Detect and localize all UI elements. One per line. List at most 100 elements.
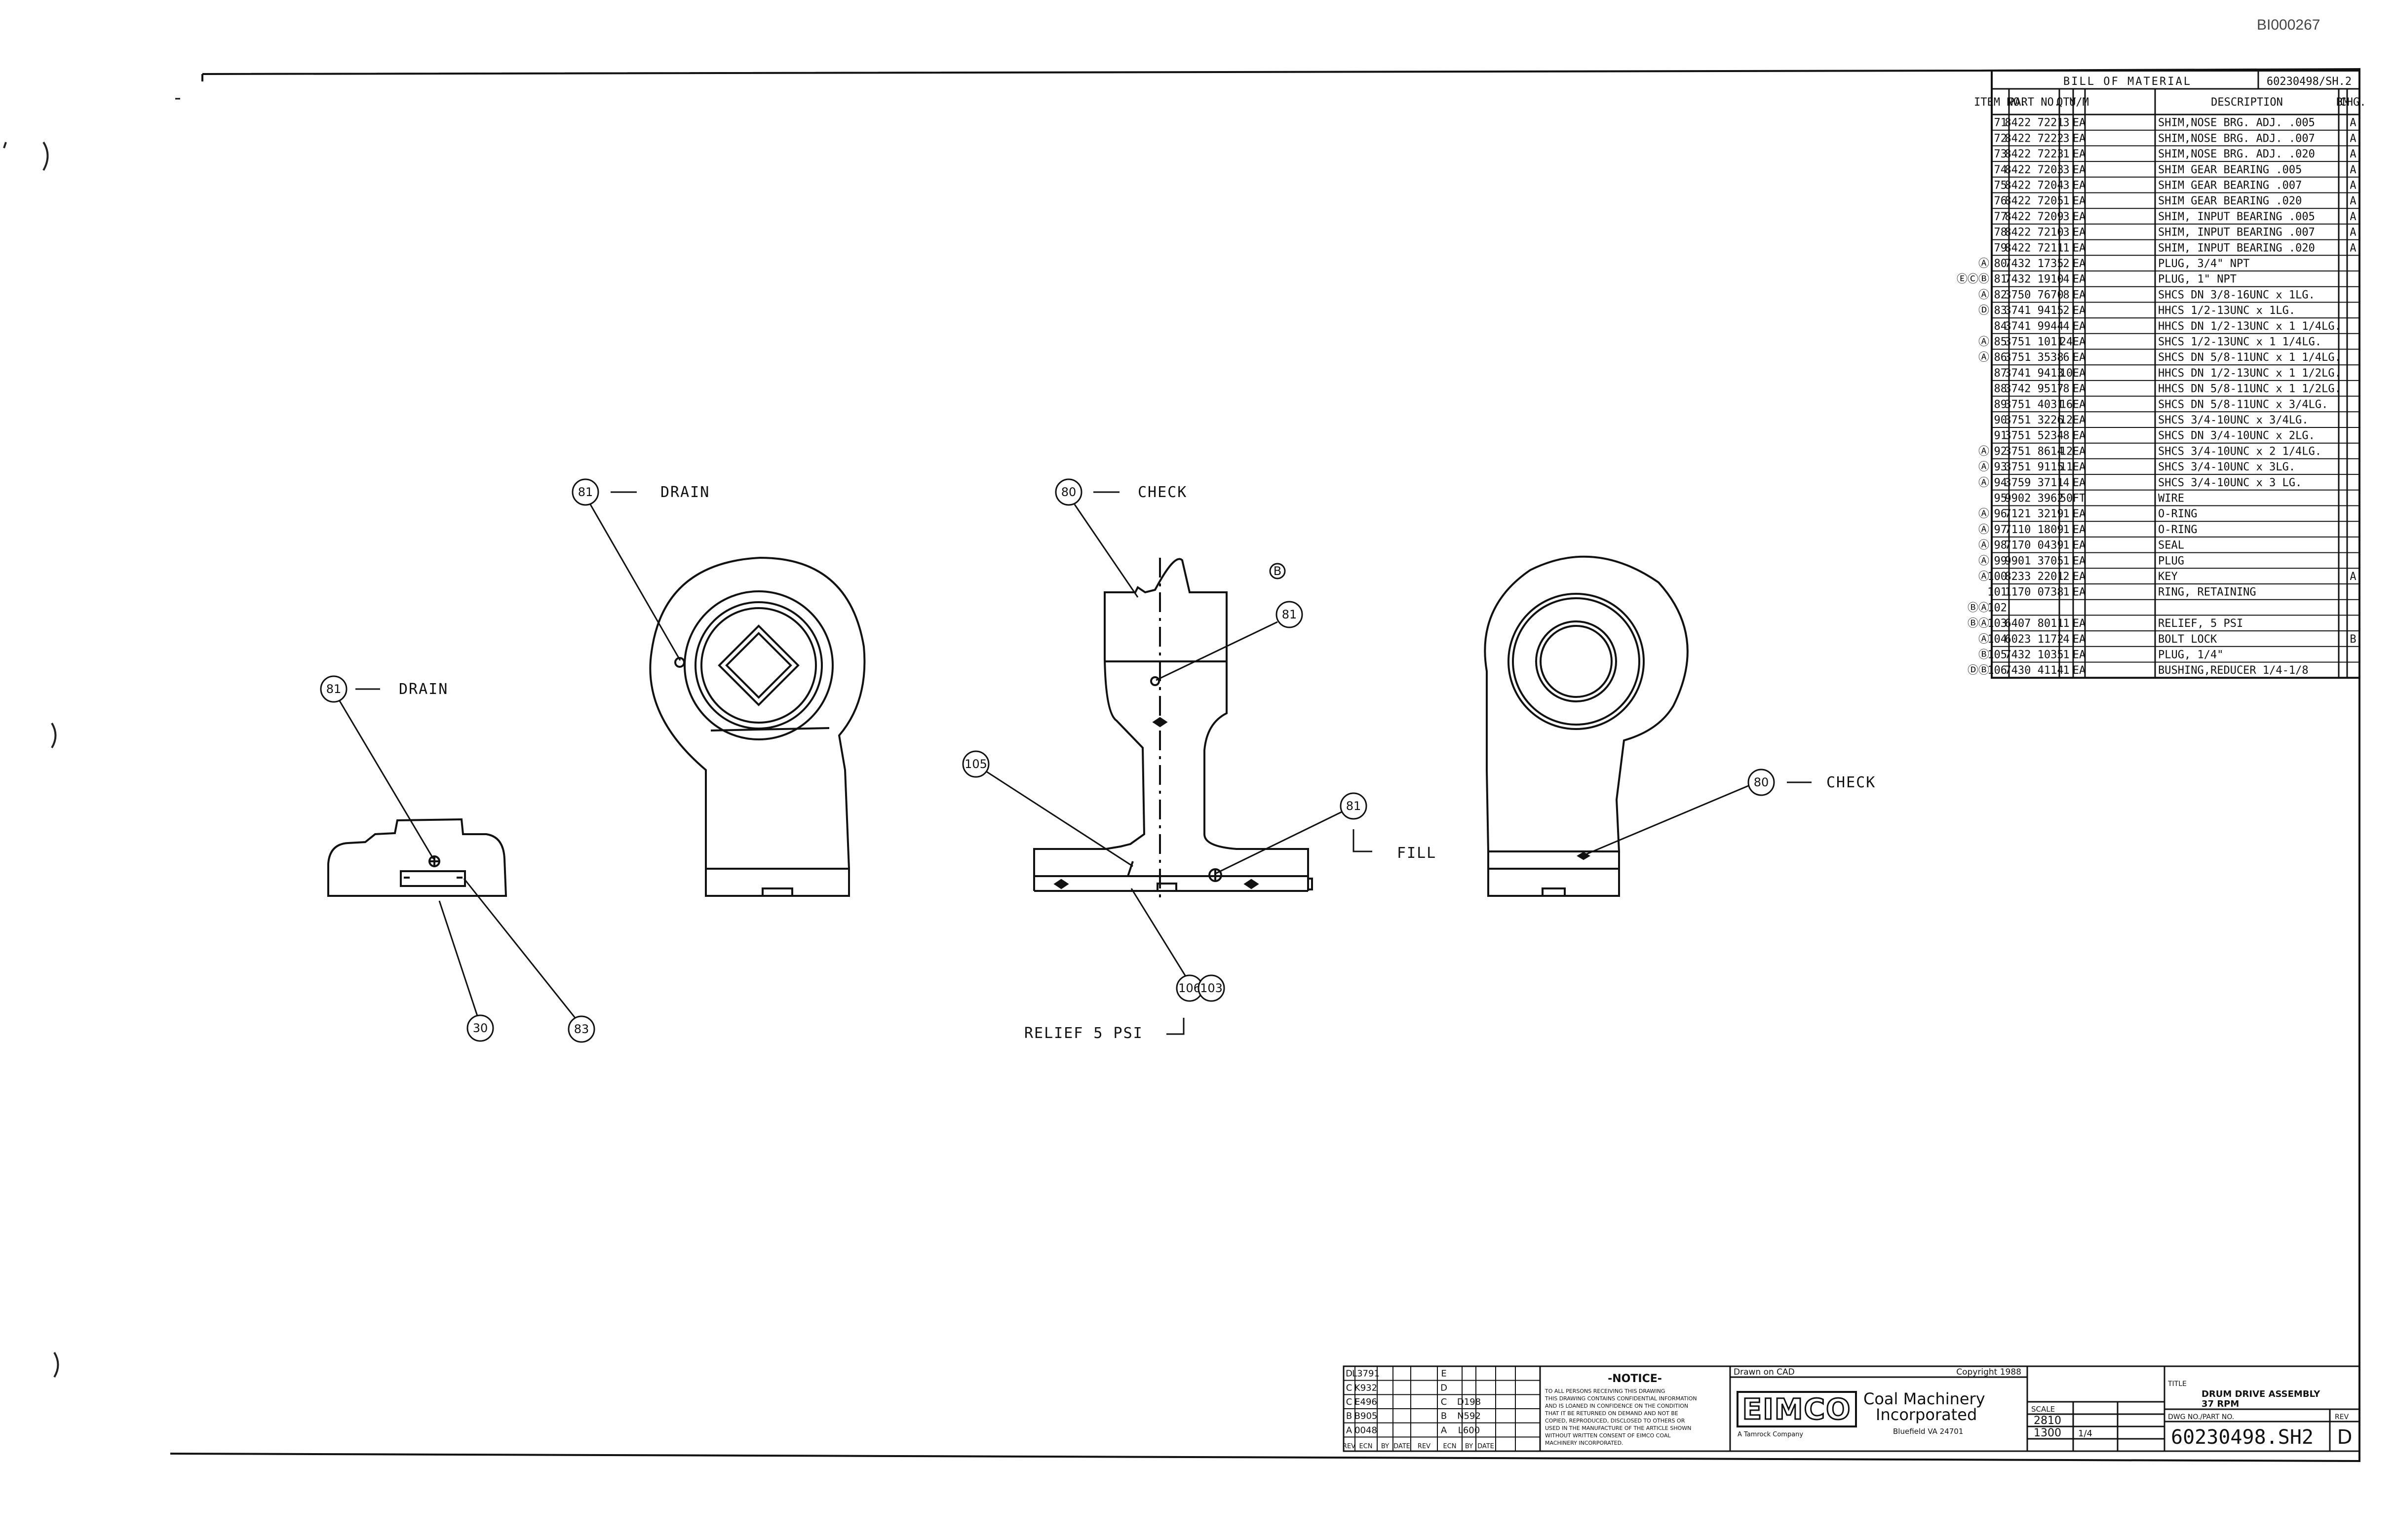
bom-qty: 4 xyxy=(2063,273,2069,286)
bom-qty: 3 xyxy=(2063,164,2069,176)
bom-um: EA xyxy=(2073,383,2086,395)
document-id: BI000267 xyxy=(2257,17,2320,33)
bom-qty: 2 xyxy=(2063,258,2069,270)
view-side-left xyxy=(327,818,507,897)
bom-qty: 10 xyxy=(2060,367,2073,380)
bom-header: QTY xyxy=(2056,96,2076,109)
callout-drain-left: 81 DRAIN xyxy=(320,675,447,859)
bom-description: SHIM, INPUT BEARING .020 xyxy=(2158,242,2315,254)
bom-qty: 1 xyxy=(2063,242,2069,254)
bom-item: 72 xyxy=(1994,132,2008,145)
bom-description: SHCS DN 3/4-10UNC x 2LG. xyxy=(2158,430,2315,442)
bom-item: 83 xyxy=(1994,305,2008,317)
bom-qty: 12 xyxy=(2060,445,2073,458)
bom-item: 85 xyxy=(1994,336,2008,348)
bom-item: 102 xyxy=(1987,602,2007,614)
svg-text:CHECK: CHECK xyxy=(1138,484,1187,501)
revision-marker: Ⓐ xyxy=(1978,633,1989,646)
bom-description: HHCS DN 1/2-13UNC x 1 1/2LG. xyxy=(2158,367,2341,380)
drawing-number: 60230498.SH2 xyxy=(2171,1426,2314,1449)
bom-item: 99 xyxy=(1994,555,2008,567)
bom-part: 8422 7221 xyxy=(2005,117,2063,129)
svg-text:L3791: L3791 xyxy=(1352,1369,1380,1379)
bom-qty: 1 xyxy=(2063,508,2069,520)
bom-description: SHCS DN 5/8-11UNC x 3/4LG. xyxy=(2158,398,2328,411)
bom-description: PLUG, 1" NPT xyxy=(2158,273,2237,286)
bom-qty: 1 xyxy=(2063,148,2069,160)
callout-rev-b: B xyxy=(1269,563,1286,579)
bom-part: 3750 7670 xyxy=(2005,289,2063,301)
bom-header: CHG. xyxy=(2340,96,2366,109)
bom-um: EA xyxy=(2073,148,2086,160)
revision-marker: ⒷⒶ xyxy=(1968,617,1989,630)
callout-relief: 106 103 RELIEF 5 PSI xyxy=(1024,888,1225,1042)
callout-81-center: 81 xyxy=(1156,601,1303,681)
svg-text:N592: N592 xyxy=(1457,1411,1481,1422)
bom-chg: A xyxy=(2350,242,2356,254)
revision-marker: Ⓐ xyxy=(1978,351,1989,364)
bom-qty: 6 xyxy=(2063,351,2069,364)
bom-um: EA xyxy=(2073,273,2086,286)
bom-um: EA xyxy=(2073,586,2086,599)
bom-qty: 50 xyxy=(2060,493,2073,505)
svg-text:103: 103 xyxy=(1200,981,1223,995)
bom-qty: 11 xyxy=(2060,461,2073,473)
bom-part: 9901 3705 xyxy=(2005,555,2063,567)
bom-um: FT xyxy=(2073,493,2086,505)
bom-part: 8422 7209 xyxy=(2005,211,2063,223)
bom-part: 6023 1172 xyxy=(2005,633,2063,646)
bom-um: EA xyxy=(2073,414,2086,426)
svg-text:81: 81 xyxy=(1282,608,1297,621)
bom-part: 3742 9517 xyxy=(2005,383,2063,395)
bom-chg: A xyxy=(2350,132,2356,145)
bom-item: 106 xyxy=(1987,664,2007,677)
bom-qty: 1 xyxy=(2063,555,2069,567)
callout-check-center: 80 CHECK xyxy=(1055,478,1187,598)
svg-text:Incorporated: Incorporated xyxy=(1876,1405,1977,1424)
bom-um: EA xyxy=(2073,555,2086,567)
bom-item: 97 xyxy=(1994,524,2008,536)
svg-text:C: C xyxy=(1346,1383,1352,1393)
revision-marker: Ⓐ xyxy=(1978,258,1989,270)
bom-part: 8422 7203 xyxy=(2005,164,2063,176)
svg-text:-NOTICE-: -NOTICE- xyxy=(1608,1373,1662,1385)
notice-line: MACHINERY INCORPORATED. xyxy=(1545,1440,1623,1446)
svg-text:C: C xyxy=(1441,1397,1447,1407)
bom-qty: 3 xyxy=(2063,180,2069,192)
bom-um: EA xyxy=(2073,430,2086,442)
bom-qty: 8 xyxy=(2063,289,2069,301)
svg-text:EIMCO: EIMCO xyxy=(1742,1392,1852,1426)
bom-description: SHCS DN 5/8-11UNC x 1 1/4LG. xyxy=(2158,351,2341,364)
bom-description: PLUG xyxy=(2158,555,2184,567)
bom-part: 8422 7223 xyxy=(2005,148,2063,160)
bom-item: 75 xyxy=(1994,180,2008,192)
bom-description: O-RING xyxy=(2158,524,2197,536)
revision-marker: Ⓓ xyxy=(1978,305,1989,317)
notice-line: USED IN THE MANUFACTURE OF THE ARTICLE S… xyxy=(1545,1425,1691,1431)
bom-header: BM xyxy=(2336,96,2350,109)
svg-text:CHECK: CHECK xyxy=(1826,774,1876,791)
bom-part: 3741 9415 xyxy=(2005,305,2063,317)
revision-marker: ⒷⒶ xyxy=(1968,602,1989,614)
bom-chg: A xyxy=(2350,117,2356,129)
svg-text:SCALE: SCALE xyxy=(2031,1405,2055,1414)
bom-qty: 8 xyxy=(2063,430,2069,442)
bom-chg: A xyxy=(2350,180,2356,192)
svg-text:1/4: 1/4 xyxy=(2078,1428,2092,1439)
bom-description: SHCS 3/4-10UNC x 3 LG. xyxy=(2158,477,2302,489)
svg-text:30: 30 xyxy=(473,1021,488,1035)
bom-item: 81 xyxy=(1994,273,2008,286)
svg-text:D198: D198 xyxy=(1457,1397,1481,1407)
bom-part: 8422 7205 xyxy=(2005,195,2063,207)
